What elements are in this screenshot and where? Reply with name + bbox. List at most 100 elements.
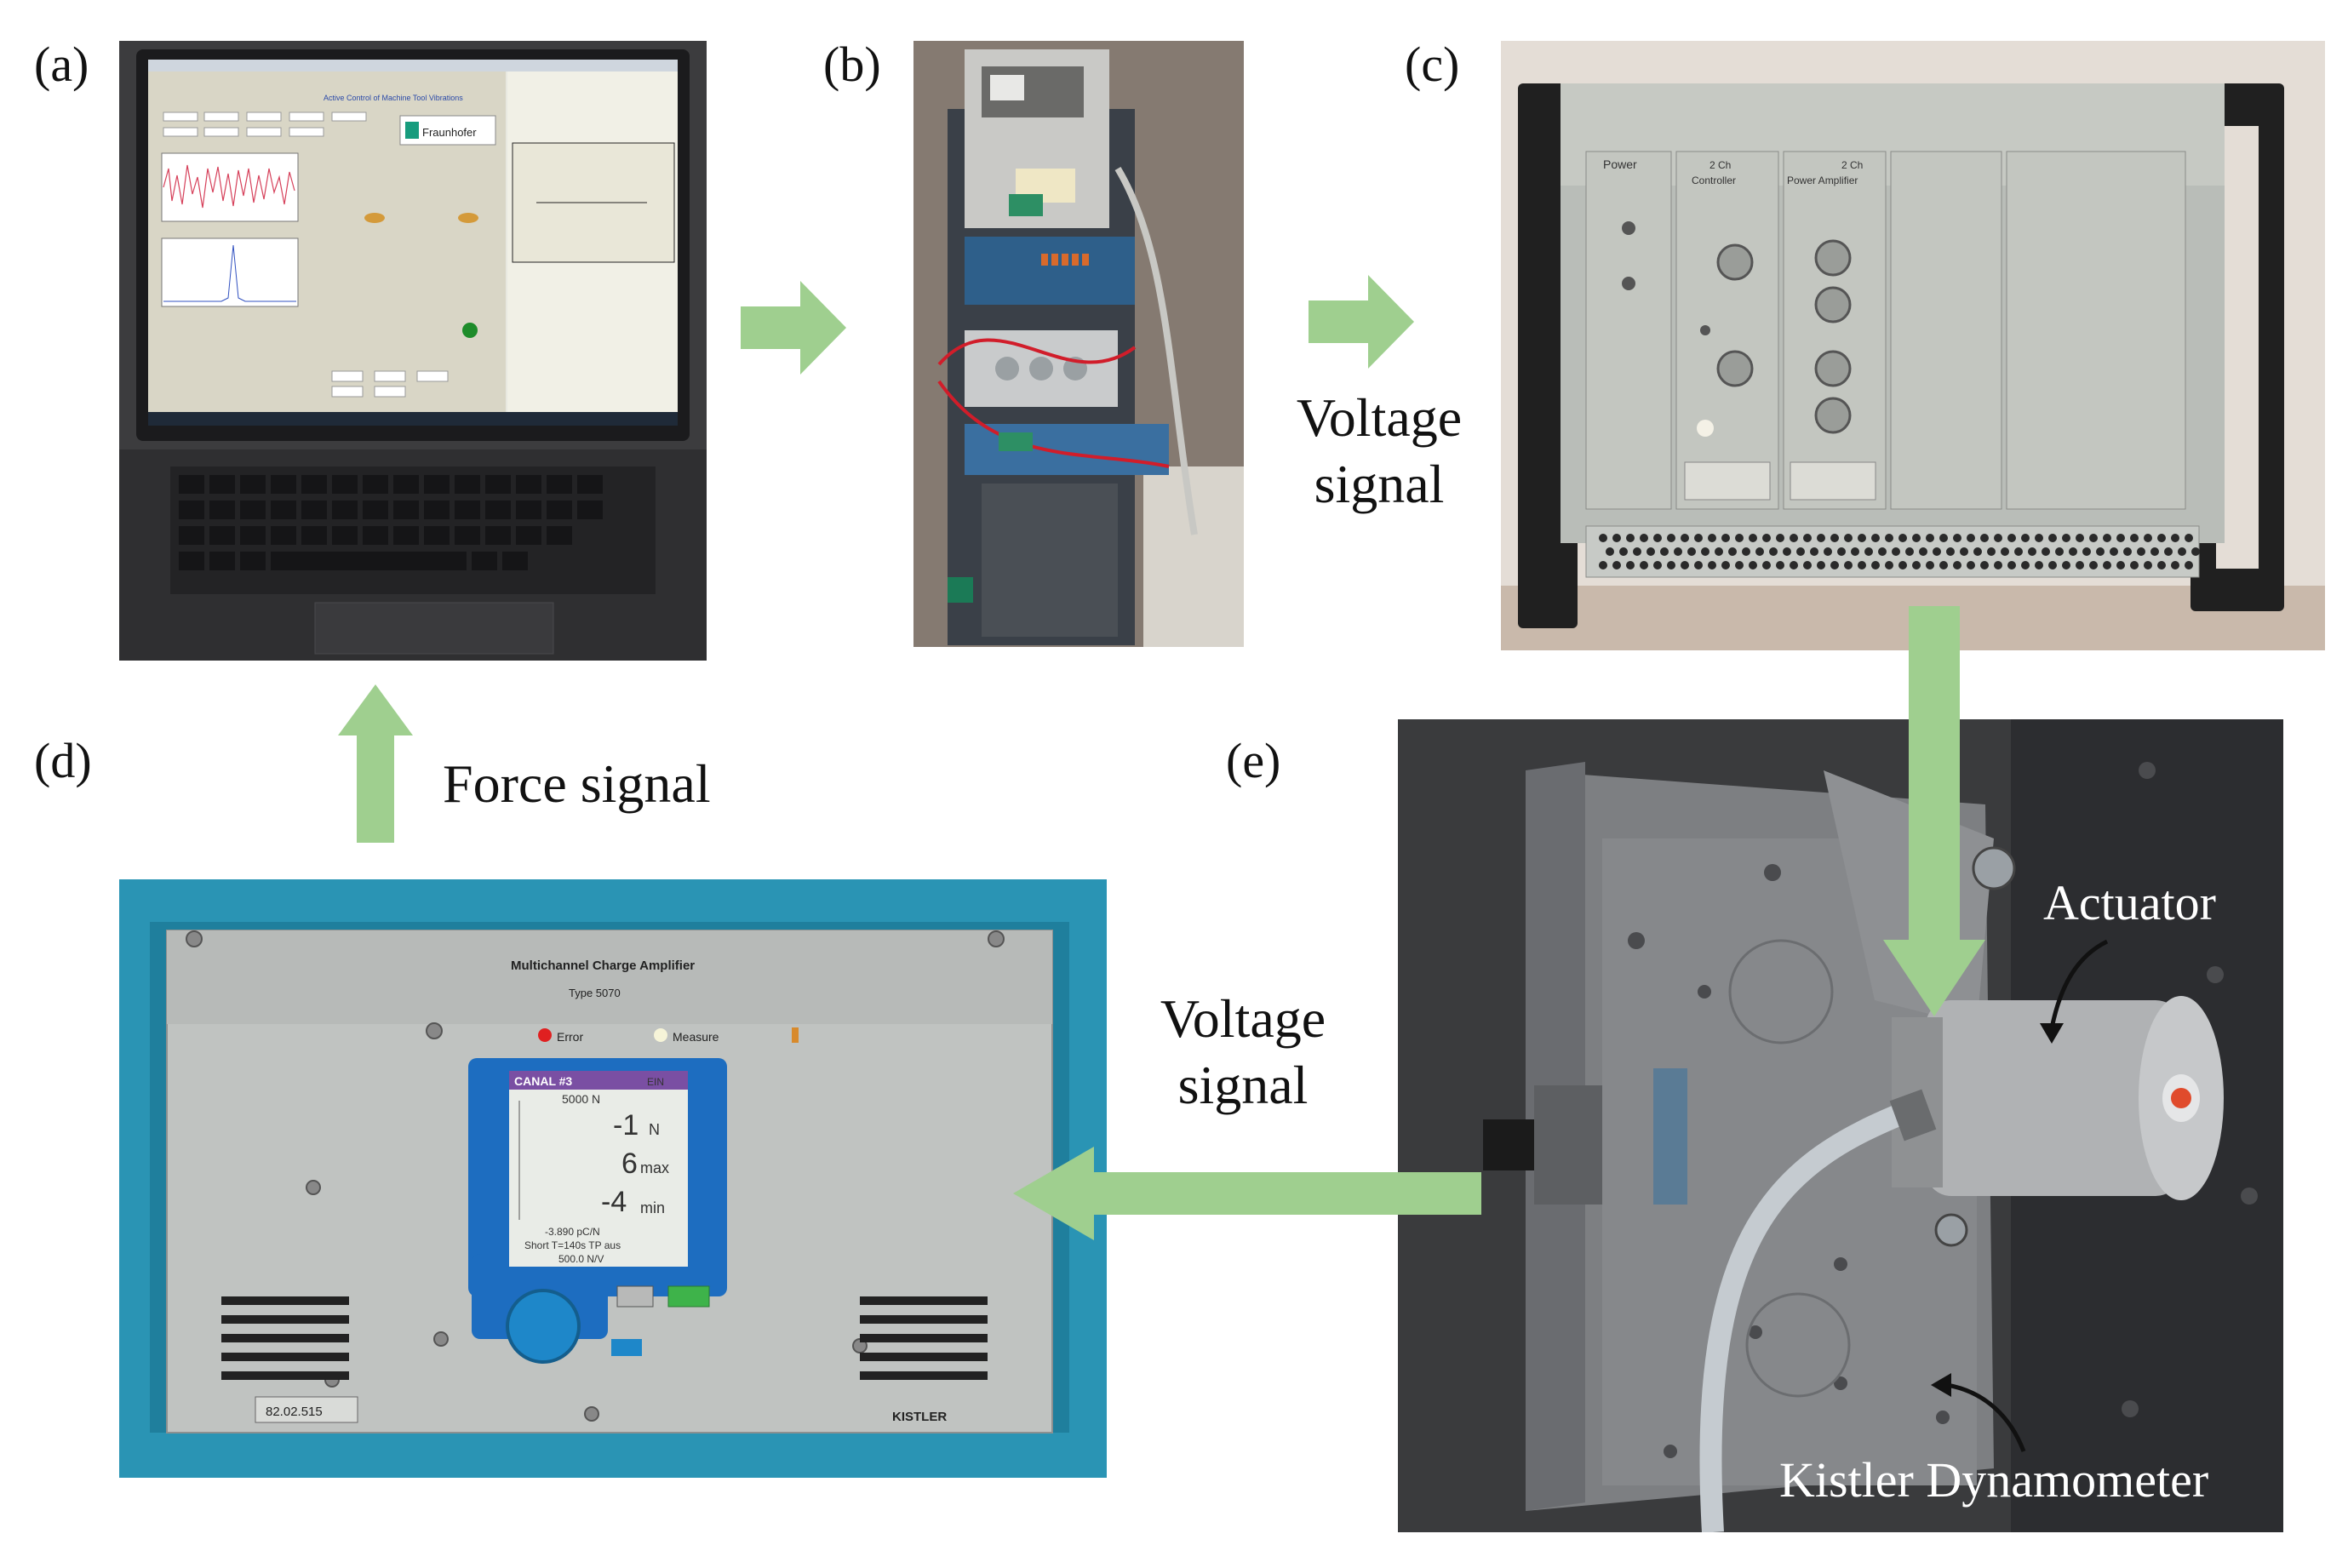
vent-hole xyxy=(2021,534,2030,542)
vent-hole xyxy=(1980,534,1989,542)
charge-amplifier-photo: Multichannel Charge Amplifier Type 5070 … xyxy=(119,879,1107,1478)
lcd-unit-2: max xyxy=(640,1159,669,1176)
vent-hole xyxy=(1667,561,1675,569)
vent-hole xyxy=(1878,547,1887,556)
vent-hole xyxy=(1871,561,1880,569)
controller-photo xyxy=(913,41,1244,647)
vent-hole xyxy=(1892,547,1900,556)
vent-hole xyxy=(1626,561,1635,569)
lcd-value-1: -1 xyxy=(613,1109,639,1142)
vent-hole xyxy=(1939,534,1948,542)
vent-hole xyxy=(1769,547,1778,556)
lcd-range: 5000 N xyxy=(562,1092,600,1106)
vent-hole xyxy=(2082,547,2091,556)
vent-hole xyxy=(2048,534,2057,542)
vent-hole xyxy=(1728,547,1737,556)
actuator-photo xyxy=(1398,719,2283,1532)
amplifier-brand: KISTLER xyxy=(892,1410,947,1424)
vent-hole xyxy=(2062,561,2070,569)
vent-hole xyxy=(1599,561,1607,569)
vent-hole xyxy=(1953,561,1961,569)
vent-hole xyxy=(1776,534,1784,542)
vent-hole xyxy=(1919,547,1927,556)
vent-hole xyxy=(1987,547,1996,556)
vent-hole xyxy=(2103,561,2111,569)
vent-hole xyxy=(1606,547,1614,556)
vent-hole xyxy=(1681,561,1689,569)
vent-hole xyxy=(2035,534,2043,542)
arrow-a-to-b xyxy=(741,281,846,375)
vent-hole xyxy=(2157,561,2166,569)
vent-hole xyxy=(2116,534,2125,542)
rack-module-2-line2: Controller xyxy=(1692,175,1736,186)
vent-hole xyxy=(1721,561,1730,569)
vent-hole xyxy=(2089,534,2098,542)
vent-hole xyxy=(1898,534,1907,542)
caption-force-signal: Force signal xyxy=(443,753,711,814)
vent-hole xyxy=(1749,534,1757,542)
vent-hole xyxy=(2130,534,2139,542)
vent-hole xyxy=(1803,534,1812,542)
vent-hole xyxy=(1681,534,1689,542)
vent-hole xyxy=(1694,561,1703,569)
lcd-value-3: -4 xyxy=(601,1186,627,1218)
vent-hole xyxy=(1912,561,1921,569)
rotary-knob-icon xyxy=(506,1289,581,1364)
error-led-icon xyxy=(538,1028,552,1042)
vent-hole xyxy=(2069,547,2077,556)
vent-hole xyxy=(1960,547,1968,556)
vent-hole xyxy=(2103,534,2111,542)
vent-hole xyxy=(1619,547,1628,556)
caption-dynamometer: Kistler Dynamometer xyxy=(1779,1452,2209,1508)
vent-hole xyxy=(1994,534,2002,542)
lcd-header: CANAL #3 xyxy=(514,1074,572,1088)
vent-hole xyxy=(1612,561,1621,569)
vent-hole xyxy=(1721,534,1730,542)
arrow-c-to-e xyxy=(1883,606,1985,1016)
vent-hole xyxy=(1803,561,1812,569)
rack-module-3-line2: Power Amplifier xyxy=(1787,175,1858,186)
vent-hole xyxy=(2130,561,2139,569)
lcd-header-right: EIN xyxy=(647,1076,664,1088)
vent-hole xyxy=(1694,534,1703,542)
vent-hole xyxy=(1844,534,1853,542)
vent-hole xyxy=(1742,547,1750,556)
vent-hole xyxy=(1667,534,1675,542)
vent-hole xyxy=(2089,561,2098,569)
lcd-unit-1: N xyxy=(649,1121,660,1138)
vent-hole xyxy=(1701,547,1709,556)
vent-hole xyxy=(1851,547,1859,556)
vent-hole xyxy=(1885,534,1893,542)
rack-module-3-line1: 2 Ch xyxy=(1841,159,1863,171)
vent-hole xyxy=(1994,561,2002,569)
vent-hole xyxy=(1762,561,1771,569)
arrow-d-to-a xyxy=(338,684,413,843)
vent-hole xyxy=(1653,561,1662,569)
vent-hole xyxy=(2116,561,2125,569)
amplifier-title: Multichannel Charge Amplifier xyxy=(511,959,695,973)
vent-hole xyxy=(1926,534,1934,542)
vent-hole xyxy=(1871,534,1880,542)
vent-hole xyxy=(1967,561,1975,569)
vent-hole xyxy=(1762,534,1771,542)
vent-hole xyxy=(1783,547,1791,556)
caption-actuator: Actuator xyxy=(2043,875,2216,930)
vent-hole xyxy=(1898,561,1907,569)
vent-hole xyxy=(2007,534,2016,542)
panel-label-d: (d) xyxy=(34,733,92,788)
vent-hole xyxy=(1885,561,1893,569)
arrow-e-to-d xyxy=(1013,1147,1481,1240)
laptop-window-title: Active Control of Machine Tool Vibration… xyxy=(324,94,463,102)
indicator-led-icon xyxy=(462,323,478,338)
vent-hole xyxy=(2171,561,2179,569)
vent-hole xyxy=(1830,561,1839,569)
laptop-logo-text: Fraunhofer xyxy=(422,126,477,139)
lcd-filter: Short T=140s TP aus xyxy=(524,1239,621,1251)
vent-hole xyxy=(1830,534,1839,542)
vent-hole xyxy=(1612,534,1621,542)
lcd-scale: 500.0 N/V xyxy=(558,1253,604,1265)
vent-hole xyxy=(2137,547,2145,556)
vent-hole xyxy=(1796,547,1805,556)
caption-voltage-signal-2: Voltage signal xyxy=(1128,986,1358,1119)
vent-hole xyxy=(2191,547,2200,556)
